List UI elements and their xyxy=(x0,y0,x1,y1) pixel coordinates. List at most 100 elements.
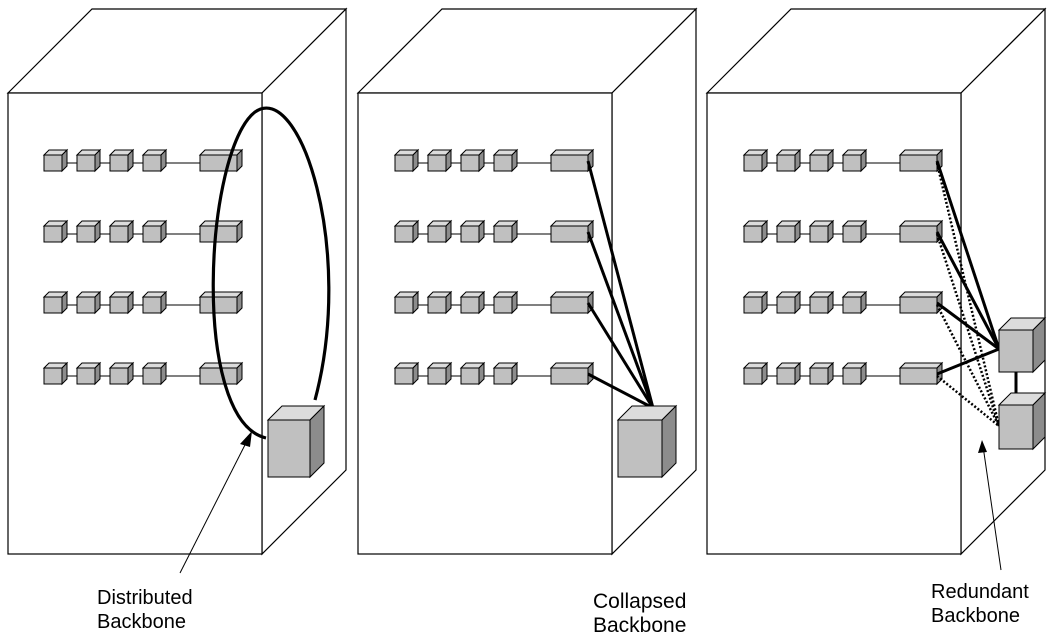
host-3 xyxy=(108,290,135,315)
host-3 xyxy=(459,148,486,173)
host-2 xyxy=(775,361,802,386)
device-front xyxy=(617,419,663,478)
host-2 xyxy=(75,219,102,244)
device-front xyxy=(743,225,763,243)
device-front xyxy=(809,296,829,314)
device-front xyxy=(493,296,513,314)
device-front xyxy=(493,154,513,172)
distributed-backbone-building xyxy=(6,7,348,574)
floor-switch xyxy=(898,290,944,315)
device-front xyxy=(899,367,938,385)
host-3 xyxy=(459,361,486,386)
device-front xyxy=(550,296,589,314)
host-1 xyxy=(742,148,769,173)
floor-switch xyxy=(549,290,595,315)
host-1 xyxy=(742,361,769,386)
label-line-2: Backbone xyxy=(931,605,1020,627)
collapsed-backbone-link xyxy=(586,160,655,409)
device-front xyxy=(460,367,480,385)
redundant-backbone-router xyxy=(997,391,1047,451)
collapsed-backbone-link xyxy=(586,231,655,409)
device-front xyxy=(427,154,447,172)
device-front xyxy=(809,367,829,385)
device-front xyxy=(394,367,414,385)
device-front xyxy=(427,225,447,243)
device-front xyxy=(743,296,763,314)
device-front xyxy=(493,225,513,243)
redundant-backbone-link xyxy=(935,304,1001,427)
host-1 xyxy=(393,361,420,386)
device-top xyxy=(549,362,595,369)
device-top xyxy=(549,291,595,298)
device-front xyxy=(460,296,480,314)
host-2 xyxy=(426,290,453,315)
device-front xyxy=(550,154,589,172)
device-front xyxy=(899,154,938,172)
floor-4 xyxy=(742,361,944,386)
floor-switch xyxy=(549,148,595,173)
device-front xyxy=(199,296,238,314)
primary-backbone-link xyxy=(935,160,1001,350)
floor-2 xyxy=(393,219,595,244)
host-1 xyxy=(42,148,69,173)
host-4 xyxy=(492,290,519,315)
host-3 xyxy=(108,148,135,173)
device-front xyxy=(460,154,480,172)
host-1 xyxy=(42,361,69,386)
device-front xyxy=(142,367,162,385)
host-3 xyxy=(808,361,835,386)
distributed-backbone-ring xyxy=(211,106,331,440)
device-front xyxy=(394,154,414,172)
device-front xyxy=(43,154,63,172)
device-top xyxy=(898,149,944,156)
host-4 xyxy=(492,219,519,244)
device-front xyxy=(394,225,414,243)
host-4 xyxy=(141,148,168,173)
device-front xyxy=(493,367,513,385)
device-front xyxy=(109,367,129,385)
device-front xyxy=(776,296,796,314)
device-front xyxy=(776,225,796,243)
host-2 xyxy=(775,148,802,173)
device-front xyxy=(776,154,796,172)
host-1 xyxy=(393,290,420,315)
callout-arrowhead xyxy=(240,431,252,447)
device-front xyxy=(842,367,862,385)
device-front xyxy=(76,225,96,243)
floor-4 xyxy=(393,361,595,386)
collapsed-backbone-link xyxy=(587,372,654,410)
floor-switch xyxy=(198,148,244,173)
device-front xyxy=(743,154,763,172)
host-4 xyxy=(141,219,168,244)
host-1 xyxy=(393,219,420,244)
floor-2 xyxy=(742,219,944,244)
host-3 xyxy=(108,361,135,386)
device-front xyxy=(199,367,238,385)
host-2 xyxy=(75,290,102,315)
floor-switch xyxy=(549,219,595,244)
host-3 xyxy=(459,219,486,244)
host-3 xyxy=(808,219,835,244)
device-front xyxy=(76,154,96,172)
building-side-wall xyxy=(960,7,1046,556)
device-front xyxy=(76,367,96,385)
host-4 xyxy=(841,361,868,386)
device-front xyxy=(109,154,129,172)
host-1 xyxy=(42,290,69,315)
host-2 xyxy=(426,219,453,244)
device-front xyxy=(427,296,447,314)
host-4 xyxy=(492,148,519,173)
device-front xyxy=(899,296,938,314)
host-2 xyxy=(775,290,802,315)
device-front xyxy=(427,367,447,385)
label-line-2: Backbone xyxy=(593,614,687,637)
floor-3 xyxy=(42,290,244,315)
device-front xyxy=(809,154,829,172)
device-front xyxy=(842,296,862,314)
host-1 xyxy=(742,290,769,315)
device-front xyxy=(394,296,414,314)
host-4 xyxy=(841,219,868,244)
device-front xyxy=(109,225,129,243)
building-outline xyxy=(356,7,698,556)
